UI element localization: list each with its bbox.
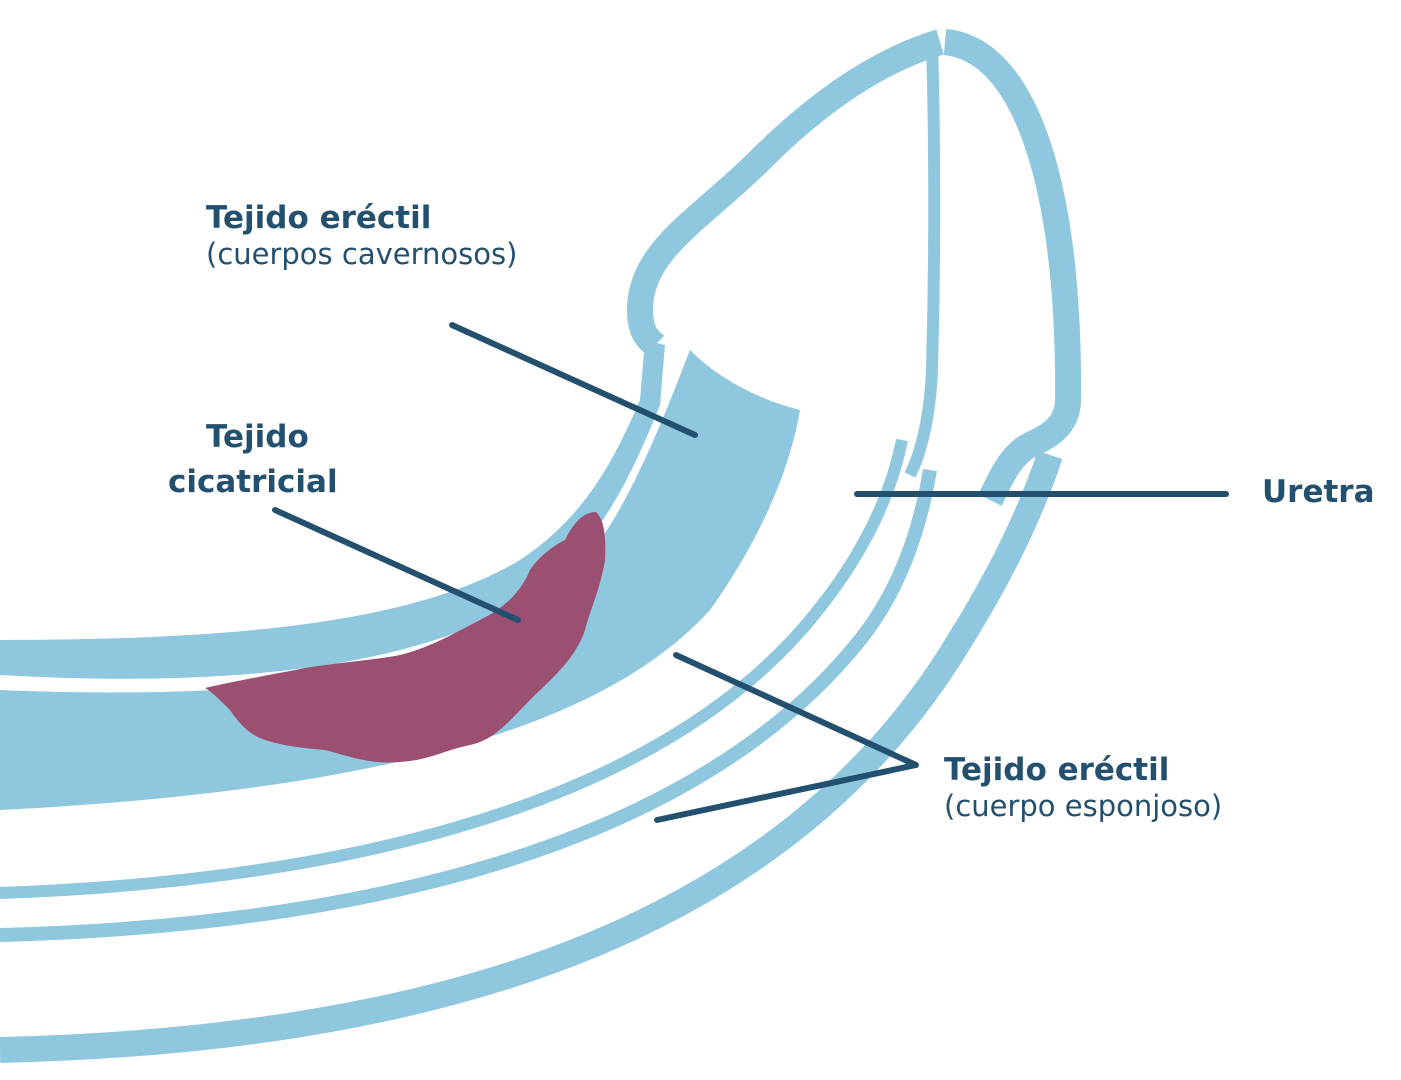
label-uretra-title: Uretra: [1262, 474, 1375, 510]
label-urethra: Uretra: [1262, 474, 1375, 511]
corpus-cavernosum: [0, 340, 665, 679]
corpus-spongiosum: [0, 350, 800, 810]
leader-line-cicatricial: [272, 507, 521, 623]
label-scar-tissue: Tejido cicatricial: [168, 415, 338, 505]
label-esponjoso-subtitle: (cuerpo esponjoso): [944, 789, 1223, 824]
urethra-outer-line: [0, 468, 937, 942]
label-esponjoso-title: Tejido eréctil: [944, 752, 1170, 788]
leader-line-esponjoso: [654, 652, 919, 823]
outer-wall: [0, 450, 1063, 1063]
meatus-line: [904, 39, 941, 478]
glans: [627, 29, 1082, 506]
label-erectile-cavernosa: Tejido eréctil (cuerpos cavernosos): [206, 200, 517, 272]
urethra-inner-line: [0, 438, 908, 899]
label-cavernosos-subtitle: (cuerpos cavernosos): [206, 237, 518, 272]
label-cavernosos-title: Tejido eréctil: [206, 200, 432, 236]
leader-line-cavernosos: [449, 322, 698, 438]
label-cicatricial-line2: cicatricial: [168, 463, 338, 500]
label-erectile-spongiosum: Tejido eréctil (cuerpo esponjoso): [944, 752, 1222, 824]
scar-tissue: [205, 512, 606, 763]
label-cicatricial-line1: Tejido: [206, 419, 309, 455]
